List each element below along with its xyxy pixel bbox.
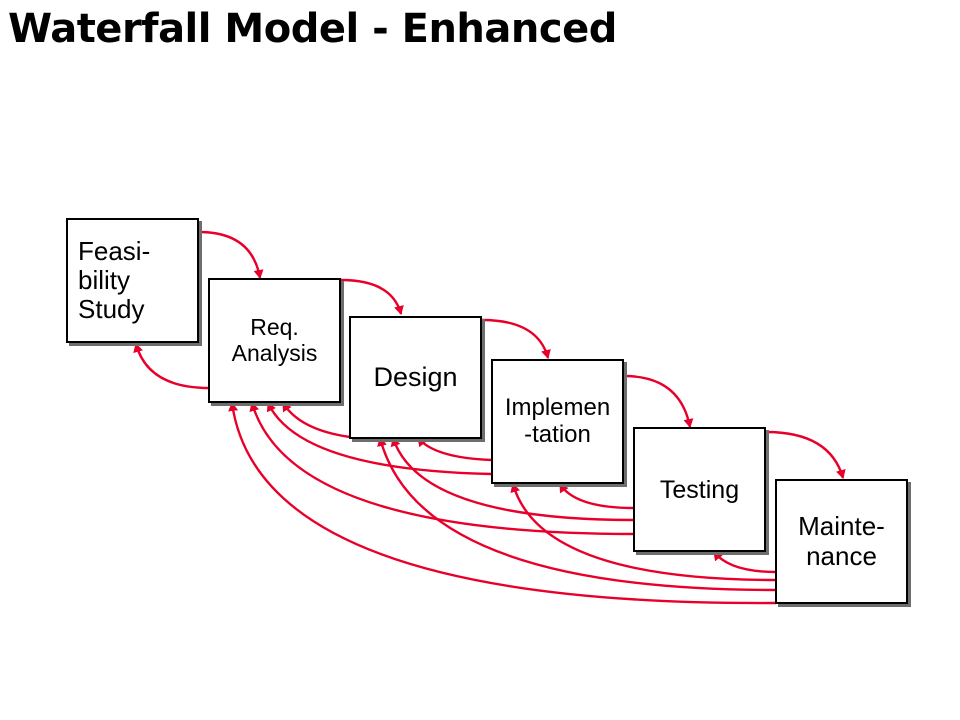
feedback-arrow-impl-to-req [266, 402, 493, 476]
phase-design: Design [349, 316, 482, 439]
phase-testing: Testing [633, 427, 766, 552]
feedback-arrow-maintenance-to-impl [510, 483, 777, 582]
feedback-arrow-maintenance-to-design [377, 437, 777, 592]
feedback-arrow-maintenance-to-req [228, 402, 777, 605]
phase-label: Req. Analysis [231, 313, 318, 366]
phase-feasibility-study: Feasi- bility Study [66, 218, 199, 343]
forward-arrow-testing-to-maintenance [765, 430, 846, 479]
feedback-arrows [133, 343, 777, 605]
phase-label: Testing [659, 475, 740, 504]
feedback-arrow-maintenance-to-testing [713, 551, 777, 574]
phase-label: Design [373, 362, 458, 393]
forward-arrows [198, 230, 846, 479]
feedback-arrow-design-to-req [281, 402, 351, 439]
feedback-arrow-req-to-feasibility [133, 343, 210, 390]
feedback-arrow-testing-to-impl [558, 483, 635, 510]
phase-label: Implemen -tation [504, 393, 611, 448]
feedback-arrow-impl-to-design [417, 437, 493, 462]
phase-implementation: Implemen -tation [491, 359, 624, 484]
forward-arrow-impl-to-testing [623, 374, 694, 428]
forward-arrow-design-to-impl [481, 318, 551, 359]
phase-req-analysis: Req. Analysis [208, 278, 341, 403]
forward-arrow-feasibility-to-req [198, 230, 264, 279]
phase-maintenance: Mainte- nance [775, 479, 908, 604]
forward-arrow-req-to-design [340, 278, 404, 315]
phase-label: Mainte- nance [798, 511, 885, 571]
feedback-arrow-testing-to-design [390, 437, 635, 522]
slide-title: Waterfall Model - Enhanced [8, 6, 617, 52]
phase-label: Feasi- bility Study [78, 235, 151, 325]
